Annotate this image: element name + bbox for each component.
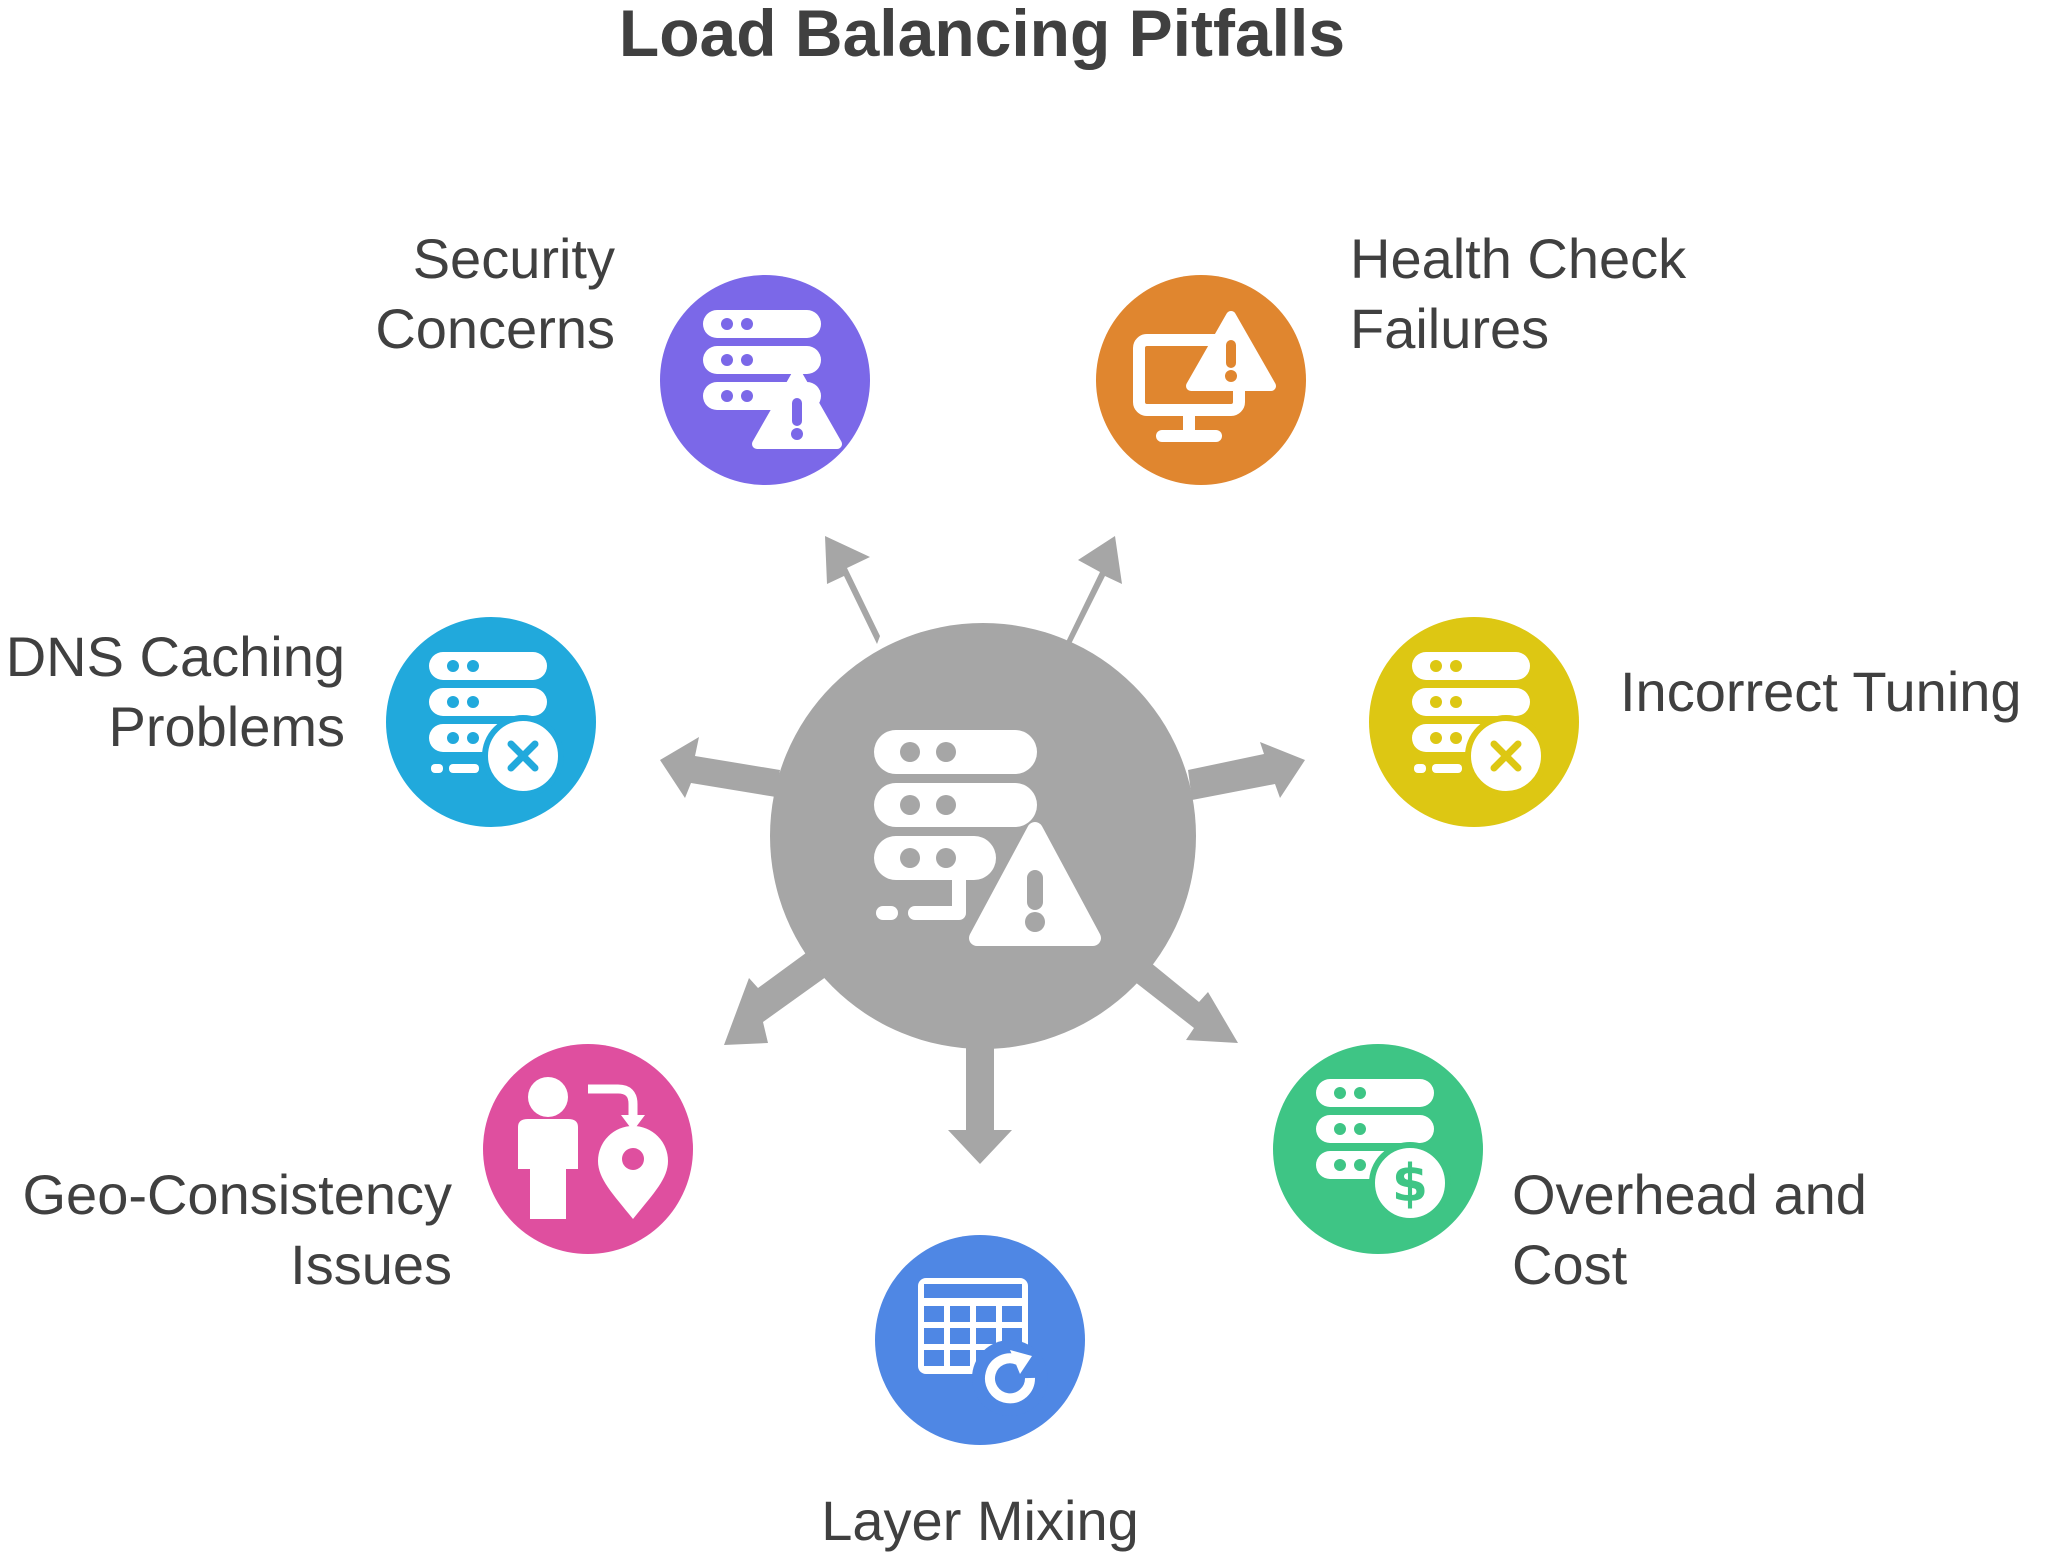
person-location-icon	[518, 1077, 668, 1219]
svg-text:$: $	[1392, 1154, 1428, 1214]
hub-arrows	[660, 536, 1305, 1164]
node-circle	[1369, 617, 1579, 827]
node-security	[660, 275, 870, 485]
arrow-to-overhead	[1135, 958, 1238, 1043]
server-cost-icon: $	[1316, 1079, 1451, 1224]
monitor-warning-icon	[1133, 311, 1276, 442]
node-geo	[483, 1044, 693, 1254]
arrow-to-layer	[948, 1045, 1012, 1164]
node-tuning	[1369, 617, 1579, 827]
label-geo: Geo-Consistency Issues	[0, 1160, 452, 1300]
label-line: Concerns	[375, 297, 615, 360]
pitfall-nodes: $	[386, 275, 1579, 1445]
label-line: DNS Caching	[5, 625, 345, 688]
label-line: Security	[412, 227, 615, 290]
page-title: Load Balancing Pitfalls	[618, 0, 1346, 70]
node-layer	[875, 1235, 1085, 1445]
label-tuning: Incorrect Tuning	[1620, 657, 2040, 727]
node-circle	[386, 617, 596, 827]
label-line: Layer Mixing	[821, 1489, 1139, 1552]
label-dns: DNS Caching Problems	[0, 622, 345, 762]
label-layer: Layer Mixing	[730, 1486, 1230, 1556]
arrow-to-tuning	[1188, 742, 1305, 800]
label-line: Cost	[1512, 1233, 1628, 1296]
node-overhead: $	[1273, 1044, 1483, 1254]
arrow-to-health	[1065, 536, 1122, 646]
label-line: Problems	[108, 695, 345, 758]
arrow-to-geo	[724, 950, 830, 1045]
arrow-to-dns	[660, 737, 780, 798]
node-circle	[660, 275, 870, 485]
node-dns	[386, 617, 596, 827]
label-security: Security Concerns	[300, 224, 615, 364]
label-line: Failures	[1350, 297, 1550, 360]
node-health	[1096, 275, 1306, 485]
label-line: Geo-Consistency	[22, 1163, 452, 1226]
server-error-icon	[1412, 652, 1547, 797]
table-refresh-icon	[918, 1278, 1048, 1416]
label-health: Health Check Failures	[1350, 224, 1750, 364]
server-warning-icon	[703, 310, 842, 449]
label-overhead: Overhead and Cost	[1512, 1160, 1932, 1300]
label-line: Issues	[290, 1233, 452, 1296]
hub-server-warning-icon	[874, 730, 1101, 946]
label-line: Health Check	[1350, 227, 1687, 290]
server-error-icon	[429, 652, 564, 797]
label-line: Overhead and	[1512, 1163, 1867, 1226]
hub-circle	[770, 623, 1196, 1049]
label-line: Incorrect Tuning	[1620, 660, 2022, 723]
arrow-to-security	[825, 536, 880, 644]
node-circle	[1273, 1044, 1483, 1254]
